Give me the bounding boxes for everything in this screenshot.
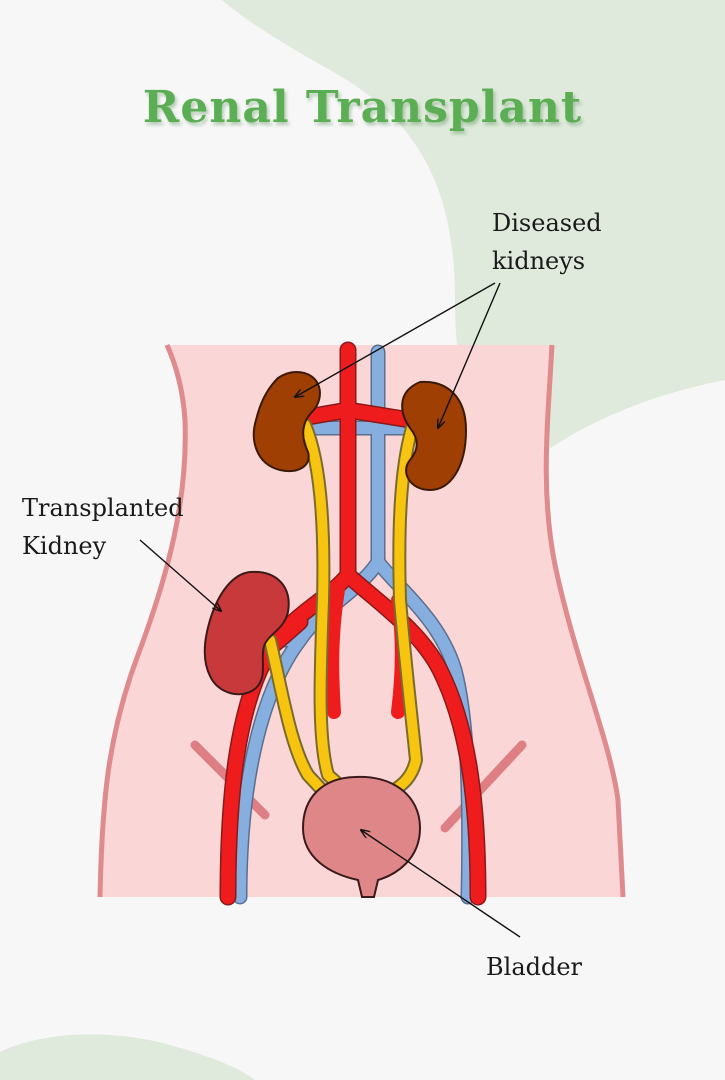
annotation-arrows	[139, 282, 521, 938]
background-accent-bottom	[0, 1034, 255, 1080]
transplanted-kidney	[203, 570, 290, 696]
arrow-bladder	[361, 830, 521, 938]
arrow-transplanted	[139, 539, 221, 611]
background-accent-shape	[222, 0, 725, 455]
label-transplanted-line2: Kidney	[22, 532, 107, 560]
page-title: Renal Transplant	[142, 82, 583, 133]
label-bladder: Bladder	[486, 953, 583, 981]
label-diseased-line2: kidneys	[492, 247, 586, 275]
label-diseased-line1: Diseased	[492, 209, 602, 237]
label-diseased-kidneys: Diseased kidneys	[492, 204, 602, 280]
right-diseased-kidney	[401, 380, 468, 492]
arrow-diseased-right	[438, 282, 501, 428]
ureters	[263, 418, 423, 799]
label-transplanted-kidney: Transplanted Kidney	[22, 489, 184, 565]
arrow-diseased-left	[295, 282, 496, 397]
label-transplanted-line1: Transplanted	[22, 494, 184, 522]
